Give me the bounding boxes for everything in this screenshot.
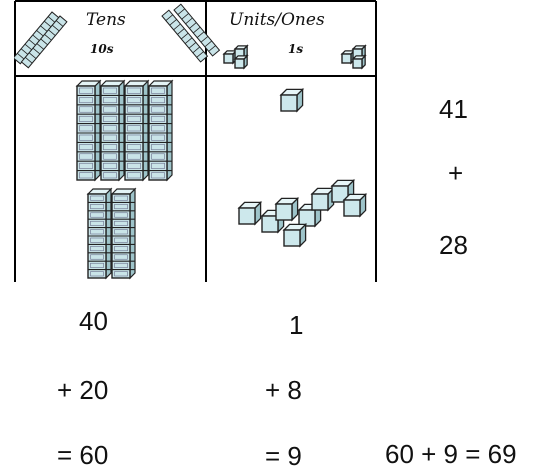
ones-work-line2: + 8: [265, 375, 302, 405]
tens-rod-2: [99, 79, 126, 182]
unit-cube-icon-right-b: [351, 44, 367, 60]
place-value-table: Tens 10s Units/Ones 1s: [14, 0, 377, 282]
ones-header: Units/Ones: [229, 10, 325, 30]
unit-cube-5: [297, 202, 323, 228]
ones-subheader: 1s: [288, 42, 304, 56]
tens-rod-6: [110, 187, 137, 280]
addend-first: 41: [439, 94, 468, 124]
final-answer: 60 + 9 = 69: [385, 439, 517, 469]
unit-cube-2: [237, 200, 263, 226]
unit-cube-8: [342, 192, 368, 218]
ones-work-line3: = 9: [265, 441, 302, 471]
unit-cube-1: [279, 87, 305, 113]
tens-rods: [75, 79, 174, 280]
tens-rod-4: [147, 79, 174, 182]
operator-plus: +: [448, 158, 464, 188]
header-icons: [14, 3, 367, 70]
tens-rod-3: [123, 79, 150, 182]
unit-cube-icon-left: [222, 44, 249, 70]
tens-rod-5: [86, 187, 113, 280]
unit-cube-icon-left-c: [233, 54, 249, 70]
tens-rod-icon-left-b: [20, 15, 68, 69]
tens-rod-icon-right-a: [161, 9, 209, 63]
tens-rod-1: [75, 79, 102, 182]
tens-work-line2: + 20: [57, 375, 109, 405]
unit-cubes: [237, 87, 368, 248]
unit-cube-6: [310, 186, 336, 212]
tens-rod-icon-right-b: [173, 3, 221, 57]
tens-subheader: 10s: [90, 42, 114, 56]
addend-second: 28: [439, 230, 468, 260]
unit-cube-icon-right-c: [351, 54, 367, 70]
unit-cube-icon-right: [340, 44, 367, 70]
tens-header: Tens: [86, 10, 126, 30]
unit-cube-icon-left-b: [233, 44, 249, 60]
ones-work-line1: 1: [289, 310, 304, 340]
unit-cube-9: [282, 222, 308, 248]
tens-work-line3: = 60: [57, 440, 109, 470]
tens-work-line1: 40: [79, 306, 108, 336]
unit-cube-4: [274, 196, 300, 222]
